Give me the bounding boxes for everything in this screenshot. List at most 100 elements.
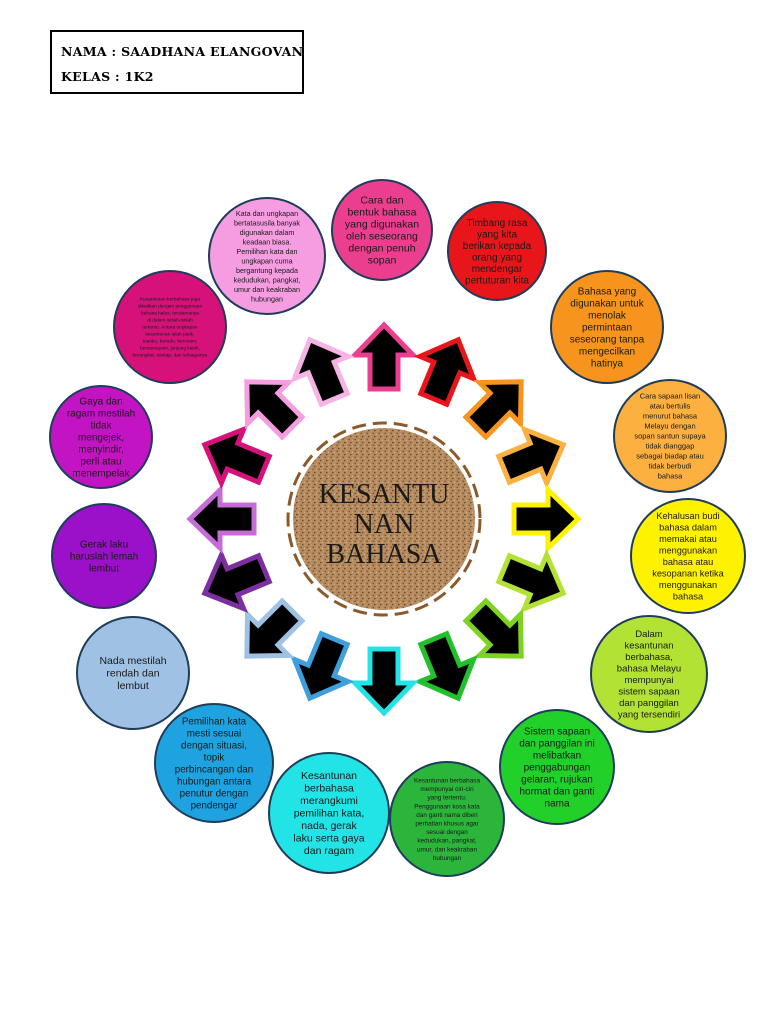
concept-node-text-line: menyindir, — [78, 445, 124, 456]
concept-node-text-line: sopan — [368, 255, 397, 267]
concept-node-text-line: kesantunan — [624, 641, 673, 652]
concept-node-text-line: nama — [544, 799, 569, 810]
concept-node-circle — [113, 270, 227, 384]
concept-node-circle — [389, 761, 505, 877]
concept-node-text-line: mempunyai ciri-ciri — [420, 786, 473, 793]
concept-node-text-line: yang kita — [477, 229, 517, 240]
concept-node-text-line: Nada mestilah — [99, 655, 166, 667]
concept-node-circle — [51, 503, 157, 609]
concept-node-text-line: mesti sesuai — [187, 728, 241, 739]
arrow-10 — [289, 630, 355, 702]
concept-node-circle — [613, 379, 727, 493]
concept-node-text-line: Bahasa yang — [578, 287, 636, 298]
concept-node-text-line: dan ganti nama diberi — [416, 812, 477, 819]
concept-node-text-line: perli atau — [80, 457, 121, 468]
concept-node-text-line: penutur dengan — [180, 788, 249, 799]
concept-node-text-line: gelaran, rujukan — [521, 775, 593, 786]
concept-node-text-line: Dalam — [635, 629, 663, 640]
concept-node-text-line: hubungan — [433, 855, 462, 862]
arrow-6 — [495, 548, 567, 614]
concept-node-text-line: dengan situasi, — [181, 740, 247, 751]
concept-node-text-line: dan panggilan ini — [519, 739, 595, 750]
concept-node-text-line: tidak berbudi — [649, 462, 692, 471]
concept-node-text-line: Kata dan ungkapan — [236, 209, 298, 218]
concept-node-text-line: Cara sapaan lisan — [640, 392, 700, 401]
concept-node-text-line: orang yang — [472, 252, 522, 263]
concept-node-text-line: Cara dan — [360, 195, 403, 207]
concept-node-text-line: merangkumi — [300, 795, 358, 807]
concept-node-text-line: bahasa atau — [663, 557, 714, 567]
concept-node-text-line: menggunakan — [659, 580, 717, 590]
concept-node-text-line: hubungan — [251, 294, 283, 303]
concept-node-text-line: dan panggilan — [619, 698, 679, 709]
concept-node-text-line: bersemayam, junjung kasih, — [140, 346, 200, 352]
concept-node-text-line: pendengar — [191, 800, 239, 811]
concept-node-text-line: pemilihan kata, — [294, 808, 365, 820]
concept-node-text-line: menggunakan — [659, 545, 717, 555]
concept-node-circle — [499, 709, 615, 825]
concept-node-text-line: Penggunaan kosa kata — [414, 803, 480, 810]
concept-node-text-line: dan ragam — [304, 845, 354, 857]
concept-node-text-line: ragam mestilah — [67, 409, 135, 420]
concept-node-text-line: sistem sapaan — [618, 687, 679, 698]
concept-node-text-line: bahasa Melayu — [617, 664, 681, 675]
concept-node-text-line: Timbang rasa — [467, 218, 528, 229]
concept-node-text-line: Gaya dan — [79, 397, 122, 408]
concept-node-text-line: sesuai dengan — [426, 829, 468, 836]
concept-node-text-line: bertatasusila banyak — [234, 218, 300, 227]
concept-node-text-line: bahasa dalam — [659, 522, 717, 532]
center-title-line-1: KESANTU — [319, 479, 450, 510]
concept-node-text-line: atau bertulis — [650, 402, 691, 411]
concept-node-text-line: yang tersendiri — [618, 710, 680, 721]
center-title-line-3: BAHASA — [326, 539, 442, 570]
concept-node-text-line: kesopanan ketika — [652, 568, 724, 578]
concept-node-text-line: yang tertentu. — [427, 795, 466, 802]
concept-node-text-line: Pemilihan kata dan — [236, 247, 297, 256]
concept-node-text-line: menolak — [588, 311, 627, 322]
student-info-box: NAMA : SAADHANA ELANGOVAN KELAS : 1K2 — [50, 30, 304, 94]
concept-node-text-line: tidak dianggap — [646, 442, 695, 451]
concept-node-circle — [268, 752, 390, 874]
concept-node-text-line: lembut — [117, 680, 149, 692]
concept-node-text-line: umur dan keakraban — [234, 285, 300, 294]
concept-node-text-line: rendah dan — [106, 668, 159, 680]
concept-node-circle — [76, 616, 190, 730]
arrow-4 — [495, 424, 567, 490]
arrow-7 — [462, 597, 524, 659]
concept-node-text-line: Kehalusan budi — [656, 511, 719, 521]
concept-node-circle — [590, 615, 708, 733]
concept-node-text-line: haruslah lemah — [70, 552, 138, 563]
concept-node-text-line: Kesantunan berbahasa juga — [140, 297, 200, 303]
arrow-11 — [244, 597, 306, 659]
concept-node-text-line: berbahasa — [304, 783, 354, 795]
center-hub: KESANTU NAN BAHASA — [286, 421, 482, 617]
arrow-9 — [349, 646, 419, 717]
arrow-14 — [201, 424, 273, 490]
arrow-8 — [413, 630, 479, 702]
concept-node-text-line: sopan santun supaya — [634, 432, 706, 441]
arrow-ring — [186, 321, 582, 717]
concept-node-text-line: kedudukan, pangkat, — [417, 838, 477, 845]
concept-node-text-line: mengejek, — [78, 433, 124, 444]
concept-node-text-line: menempelak — [72, 469, 130, 480]
concept-node-text-line: penggabungan — [524, 763, 591, 774]
concept-node-text-line: Melayu dengan — [644, 422, 695, 431]
concept-node-text-line: mempunyai — [624, 675, 673, 686]
concept-node-text-line: permintaan — [582, 323, 632, 334]
concept-node-text-line: Kesantunan berbahasa — [414, 778, 481, 785]
concept-node-text-line: berbahasa, — [625, 652, 673, 663]
concept-node-text-line: Pemilihan kata — [182, 716, 247, 727]
concept-node-circle — [331, 179, 433, 281]
concept-node-text-line: hatinya — [591, 359, 624, 370]
arrow-16 — [289, 336, 355, 408]
concept-node-text-line: yang digunakan — [345, 219, 419, 231]
concept-node-circle — [630, 498, 746, 614]
concept-node-text-line: perbincangan dan — [175, 764, 253, 775]
concept-node-circle — [550, 270, 664, 384]
